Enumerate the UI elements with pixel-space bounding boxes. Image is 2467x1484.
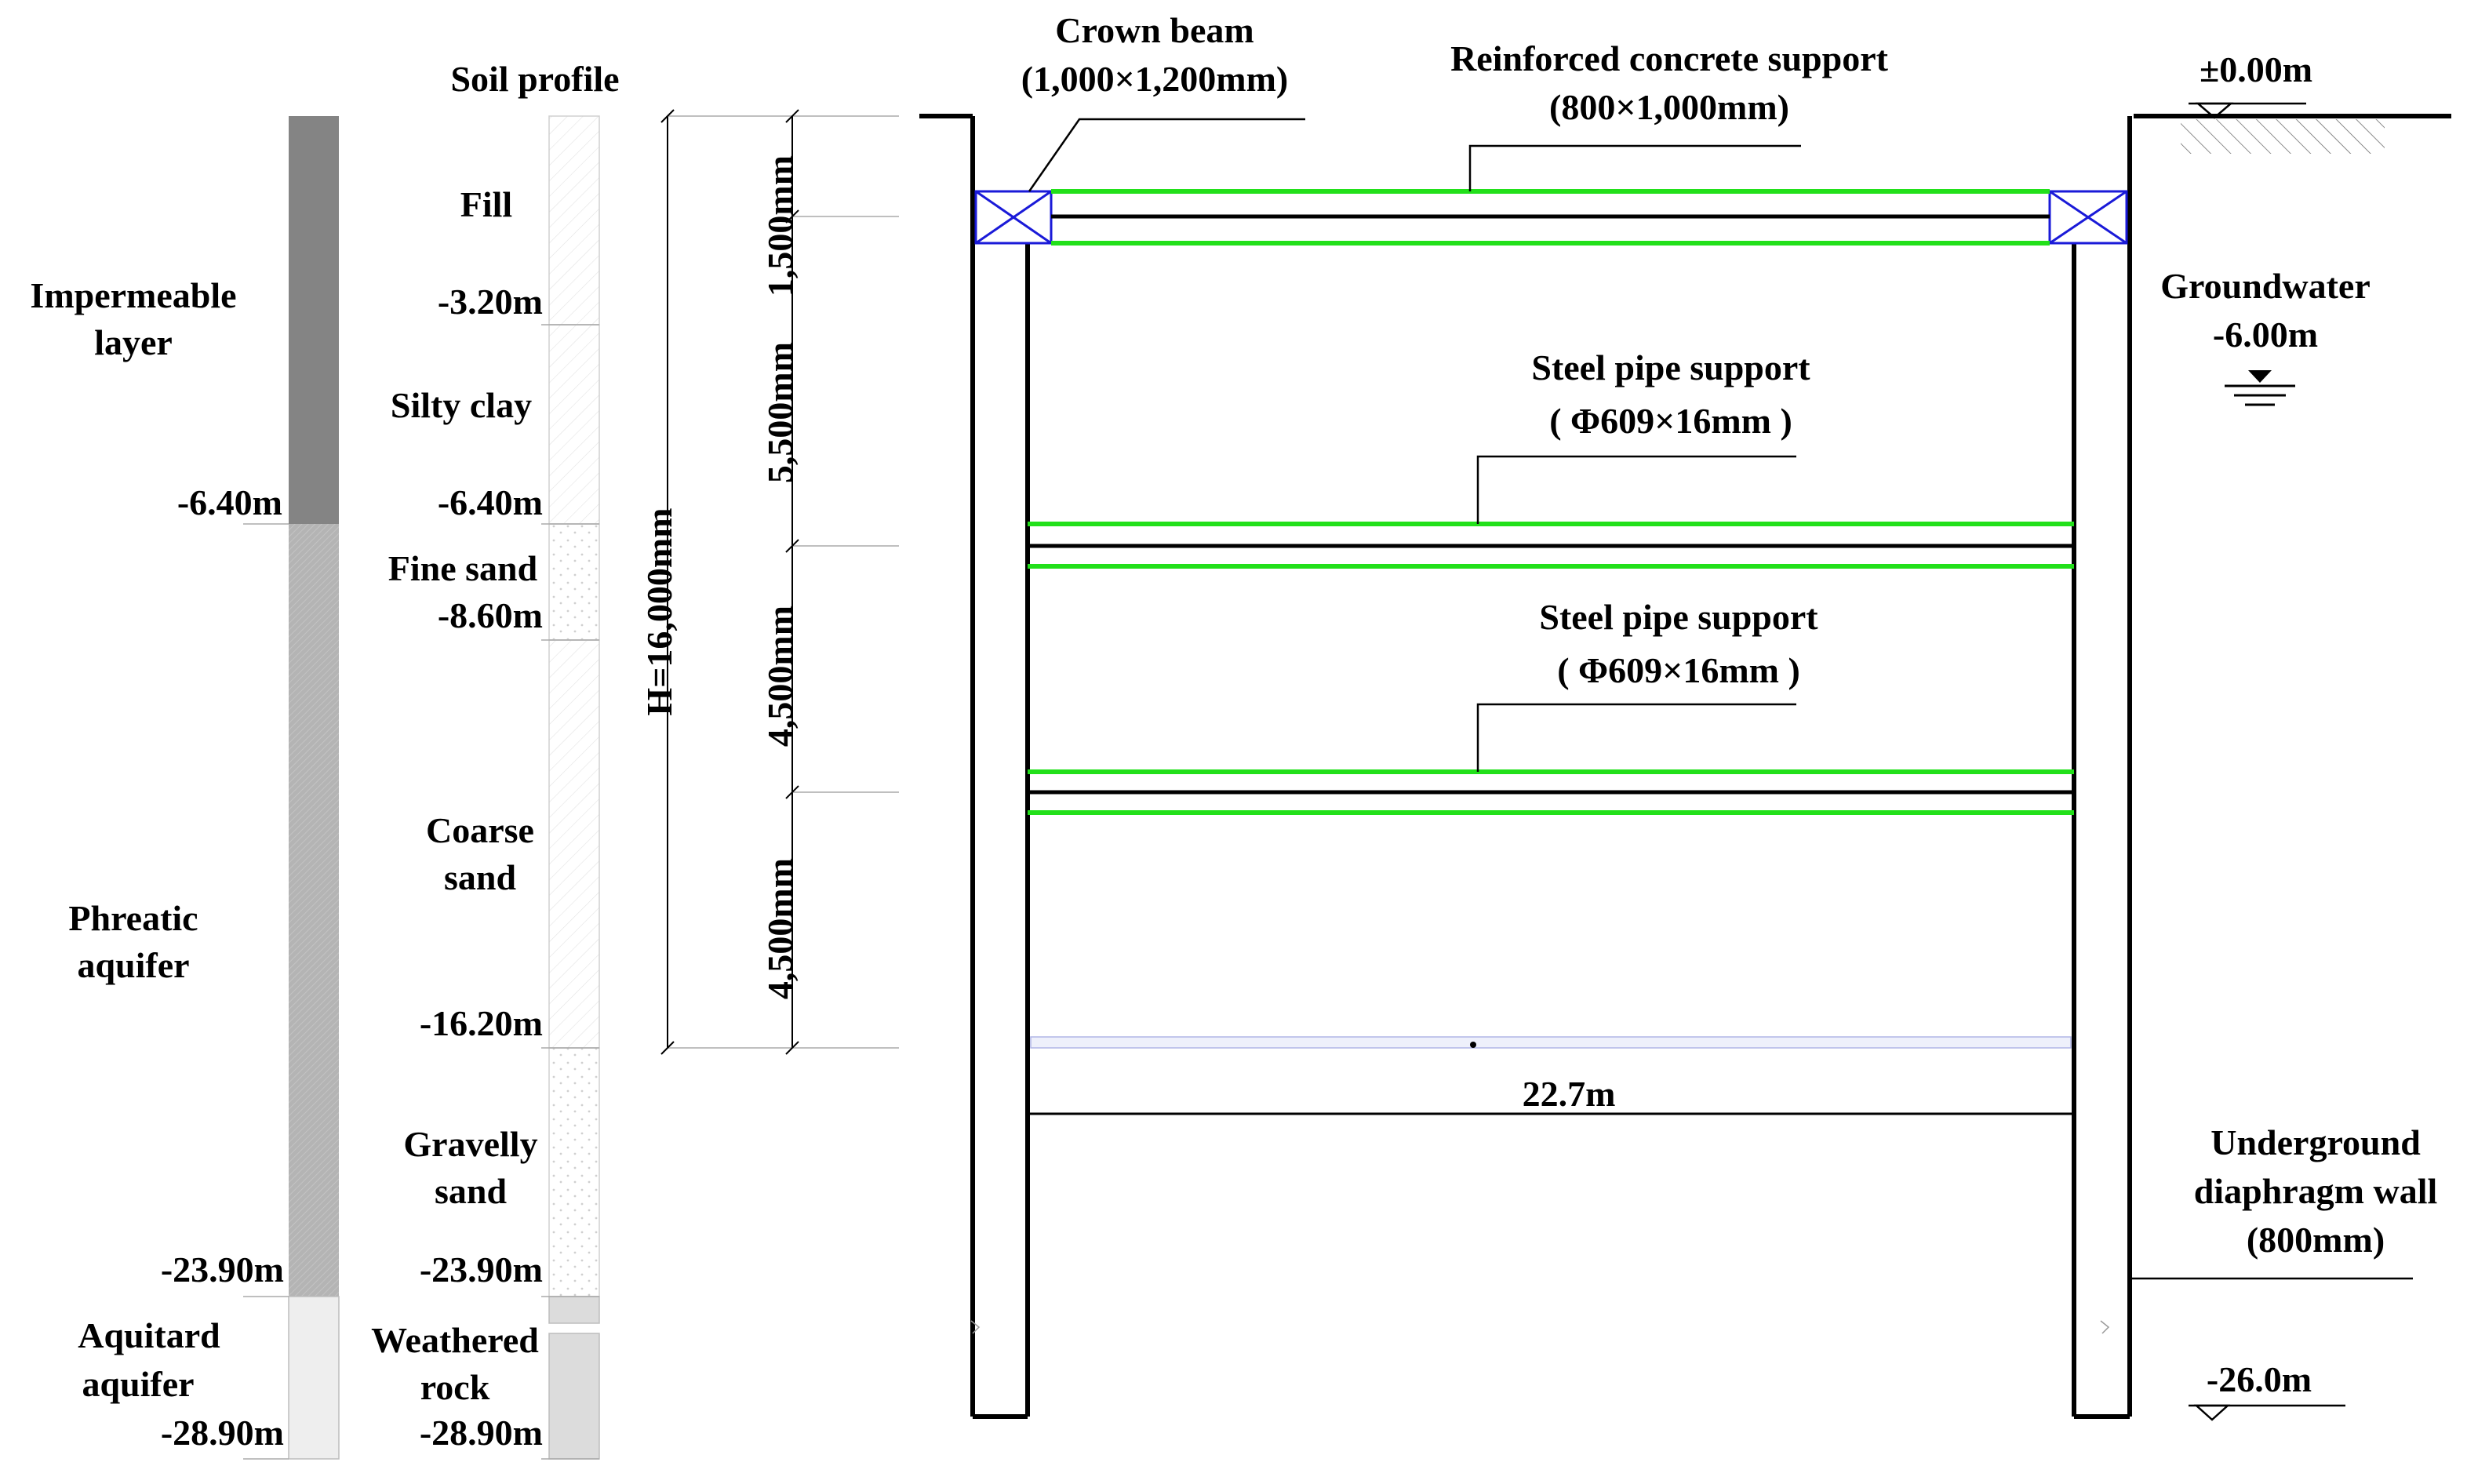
diaphragm-wall-label-3: (800mm) xyxy=(2247,1220,2385,1260)
left-crown-beam xyxy=(974,190,1053,245)
right-diaphragm-wall xyxy=(2072,116,2132,1419)
silty-clay-bottom-label: -6.40m xyxy=(438,482,543,522)
rc-support-label-1: Reinforced concrete support xyxy=(1450,38,1889,78)
steel-support-2-label-1: Steel pipe support xyxy=(1539,597,1818,637)
fill-bottom-label: -3.20m xyxy=(438,282,543,322)
ground-level-label: ±0.00m xyxy=(2200,49,2312,89)
steel-support-1-label-1: Steel pipe support xyxy=(1531,347,1810,387)
weathered-rock-label-1: Weathered xyxy=(371,1320,539,1360)
ground-level-marker: ±0.00m xyxy=(2189,49,2312,119)
diaphragm-wall-annotation: Underground diaphragm wall (800mm) xyxy=(2194,1122,2438,1260)
excavation-base xyxy=(1030,1036,2072,1049)
coarse-sand-bottom-label: -16.20m xyxy=(420,1003,543,1043)
weathered-rock-bottom-label: -28.90m xyxy=(420,1413,543,1453)
crown-beam-label-1: Crown beam xyxy=(1055,10,1254,50)
groundwater-marker: Groundwater -6.00m xyxy=(2160,266,2371,406)
element-labels: Crown beam (1,000×1,200mm) Reinforced co… xyxy=(1021,10,1889,690)
transition-band xyxy=(548,1296,600,1324)
phreatic-hatch xyxy=(289,524,339,1297)
dimension-chain xyxy=(660,109,899,1055)
coarse-sand-label-2: sand xyxy=(444,857,516,897)
aquifer-column xyxy=(243,116,340,1460)
left-diaphragm-wall xyxy=(970,116,1030,1419)
spacing-4-label: 4,500mm xyxy=(760,858,800,999)
steel-support-2-label-2: ( Φ609×16mm ) xyxy=(1557,650,1800,690)
gravelly-sand-bottom-label: -23.90m xyxy=(420,1249,543,1289)
leader-lines xyxy=(1028,118,2413,1280)
soil-profile-labels: Soil profile Fill -3.20m Silty clay -6.4… xyxy=(371,59,619,1453)
spacing-1-label: 1,500mm xyxy=(760,155,800,296)
spacing-3-label: 4,500mm xyxy=(760,606,800,747)
diaphragm-wall-label-2: diaphragm wall xyxy=(2194,1171,2438,1211)
fine-sand-label: Fine sand xyxy=(388,548,538,588)
rc-support-label-2: (800×1,000mm) xyxy=(1549,87,1789,127)
gravelly-sand-label-1: Gravelly xyxy=(403,1124,537,1164)
soil-profile-column xyxy=(541,115,600,1460)
impermeable-layer-band xyxy=(289,116,339,524)
silty-clay-label: Silty clay xyxy=(391,385,532,425)
coarse-sand-label-1: Coarse xyxy=(426,810,534,850)
phreatic-bottom-label: -23.90m xyxy=(161,1249,284,1289)
weathered-rock-stratum xyxy=(548,1333,600,1460)
spacing-2-label: 5,500mm xyxy=(760,342,800,483)
silty-clay-stratum xyxy=(548,324,600,525)
width-dimension: 22.7m xyxy=(1028,1074,2074,1115)
aquifer-labels: Impermeable layer -6.40m Phreatic aquife… xyxy=(30,275,284,1453)
gravelly-sand-label-2: sand xyxy=(435,1171,507,1211)
wall-bottom-label: -26.0m xyxy=(2207,1359,2312,1399)
ground-surface xyxy=(919,114,2451,154)
aquitard-bottom-label: -28.90m xyxy=(161,1413,284,1453)
crown-beam-label-2: (1,000×1,200mm) xyxy=(1021,59,1289,99)
impermeable-label-2: layer xyxy=(94,322,173,362)
right-crown-beam xyxy=(2048,190,2128,245)
phreatic-label-2: aquifer xyxy=(77,945,189,985)
phreatic-label-1: Phreatic xyxy=(68,898,198,938)
rc-support xyxy=(1051,189,2050,246)
weathered-rock-label-2: rock xyxy=(420,1367,490,1407)
impermeable-bottom-label: -6.40m xyxy=(177,482,282,522)
aquitard-label-1: Aquitard xyxy=(78,1315,220,1355)
total-depth-label: H=16,000mm xyxy=(639,507,679,715)
impermeable-label-1: Impermeable xyxy=(30,275,236,315)
gravelly-sand-stratum xyxy=(548,1047,600,1297)
soil-profile-title: Soil profile xyxy=(450,59,619,99)
wall-bottom-marker: -26.0m xyxy=(2189,1359,2345,1421)
dimension-labels: H=16,000mm 1,500mm 5,500mm 4,500mm 4,500… xyxy=(639,155,800,999)
fine-sand-stratum xyxy=(548,523,600,641)
steel-pipe-support-2 xyxy=(1028,769,2074,815)
groundwater-label-1: Groundwater xyxy=(2160,266,2371,306)
groundwater-label-2: -6.00m xyxy=(2213,315,2318,355)
fine-sand-bottom-label: -8.60m xyxy=(438,595,543,635)
aquitard-aquifer-band xyxy=(288,1296,340,1460)
fill-stratum xyxy=(548,115,600,326)
diaphragm-wall-label-1: Underground xyxy=(2210,1122,2421,1162)
width-label: 22.7m xyxy=(1523,1074,1616,1114)
steel-pipe-support-1 xyxy=(1028,522,2074,569)
aquitard-label-2: aquifer xyxy=(82,1364,194,1404)
fill-label: Fill xyxy=(460,184,512,224)
steel-support-1-label-2: ( Φ609×16mm ) xyxy=(1549,401,1792,441)
coarse-sand-stratum xyxy=(548,639,600,1049)
